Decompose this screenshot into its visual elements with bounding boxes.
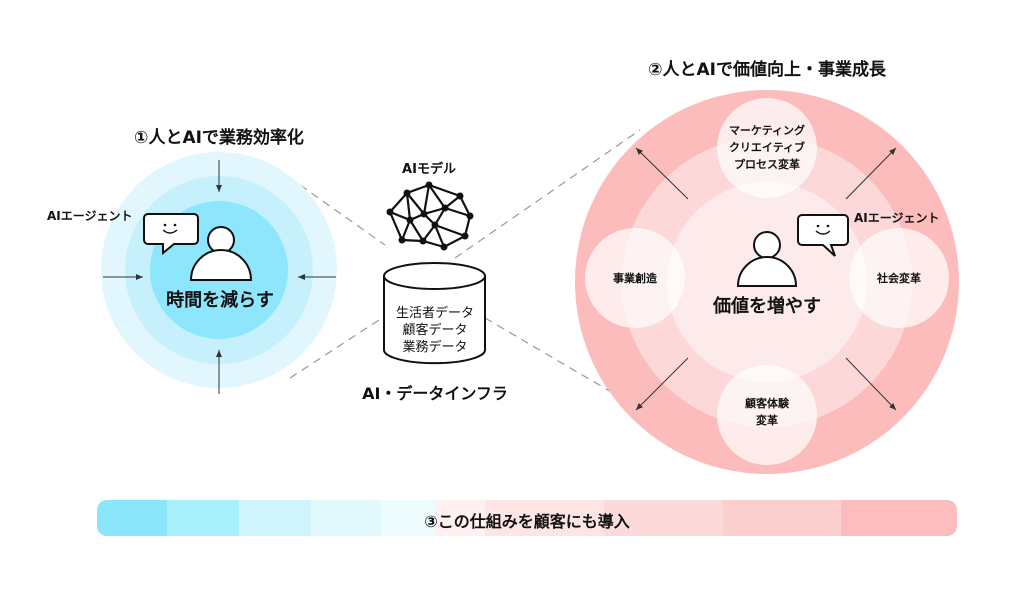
ai-model-network-icon [386, 181, 474, 251]
ai-agent-label: AIエージェント [854, 211, 940, 225]
increase-value-label: 価値を増やす [713, 296, 821, 317]
bar-segment [723, 500, 841, 536]
ai-agent-label: AIエージェント [47, 209, 133, 223]
chat-bubble-icon [797, 214, 849, 257]
satellite-customer-experience: 顧客体験 変革 [745, 395, 789, 429]
satellite-line: プロセス変革 [734, 158, 800, 171]
bar-segment [239, 500, 311, 536]
satellite-line: クリエイティブ [728, 141, 806, 154]
satellite-line: 変革 [756, 414, 778, 427]
db-line: 生活者データ [395, 306, 475, 321]
bar-segment [167, 500, 239, 536]
database-cylinder-icon [383, 262, 486, 365]
infra-label: AI・データインフラ [362, 384, 508, 403]
efficiency-title: ①人とAIで業務効率化 [134, 128, 304, 148]
bar-segment [97, 500, 167, 536]
db-line: 顧客データ [402, 323, 468, 338]
value-title: ②人とAIで価値向上・事業成長 [648, 60, 886, 80]
satellite-circles [585, 98, 949, 465]
satellite-line: 顧客体験 [745, 397, 789, 410]
bar-segment [841, 500, 957, 536]
chat-bubble-icon [143, 213, 199, 256]
outward-arrows [635, 147, 897, 411]
person-icon [736, 231, 798, 287]
bar-segment [435, 500, 485, 536]
bar-segment [604, 500, 723, 536]
bar-segment [311, 500, 381, 536]
reduce-time-label: 時間を減らす [166, 290, 274, 311]
bar-segment [485, 500, 604, 536]
gradient-bar [97, 500, 957, 536]
satellite-line: マーケティング [728, 124, 806, 137]
ai-model-label: AIモデル [402, 162, 456, 177]
connector-lines [289, 129, 643, 411]
bottom-bar-label: ③この仕組みを顧客にも導入 [424, 512, 630, 531]
satellite-marketing: マーケティング クリエイティブ プロセス変革 [729, 122, 805, 173]
inward-arrows [103, 160, 336, 394]
person-icon [189, 226, 253, 281]
db-line: 業務データ [402, 340, 468, 355]
satellite-business-creation: 事業創造 [613, 272, 657, 285]
satellite-social-change: 社会変革 [877, 272, 921, 285]
database-contents: 生活者データ 顧客データ 業務データ [396, 305, 474, 356]
bar-segment [381, 500, 435, 536]
